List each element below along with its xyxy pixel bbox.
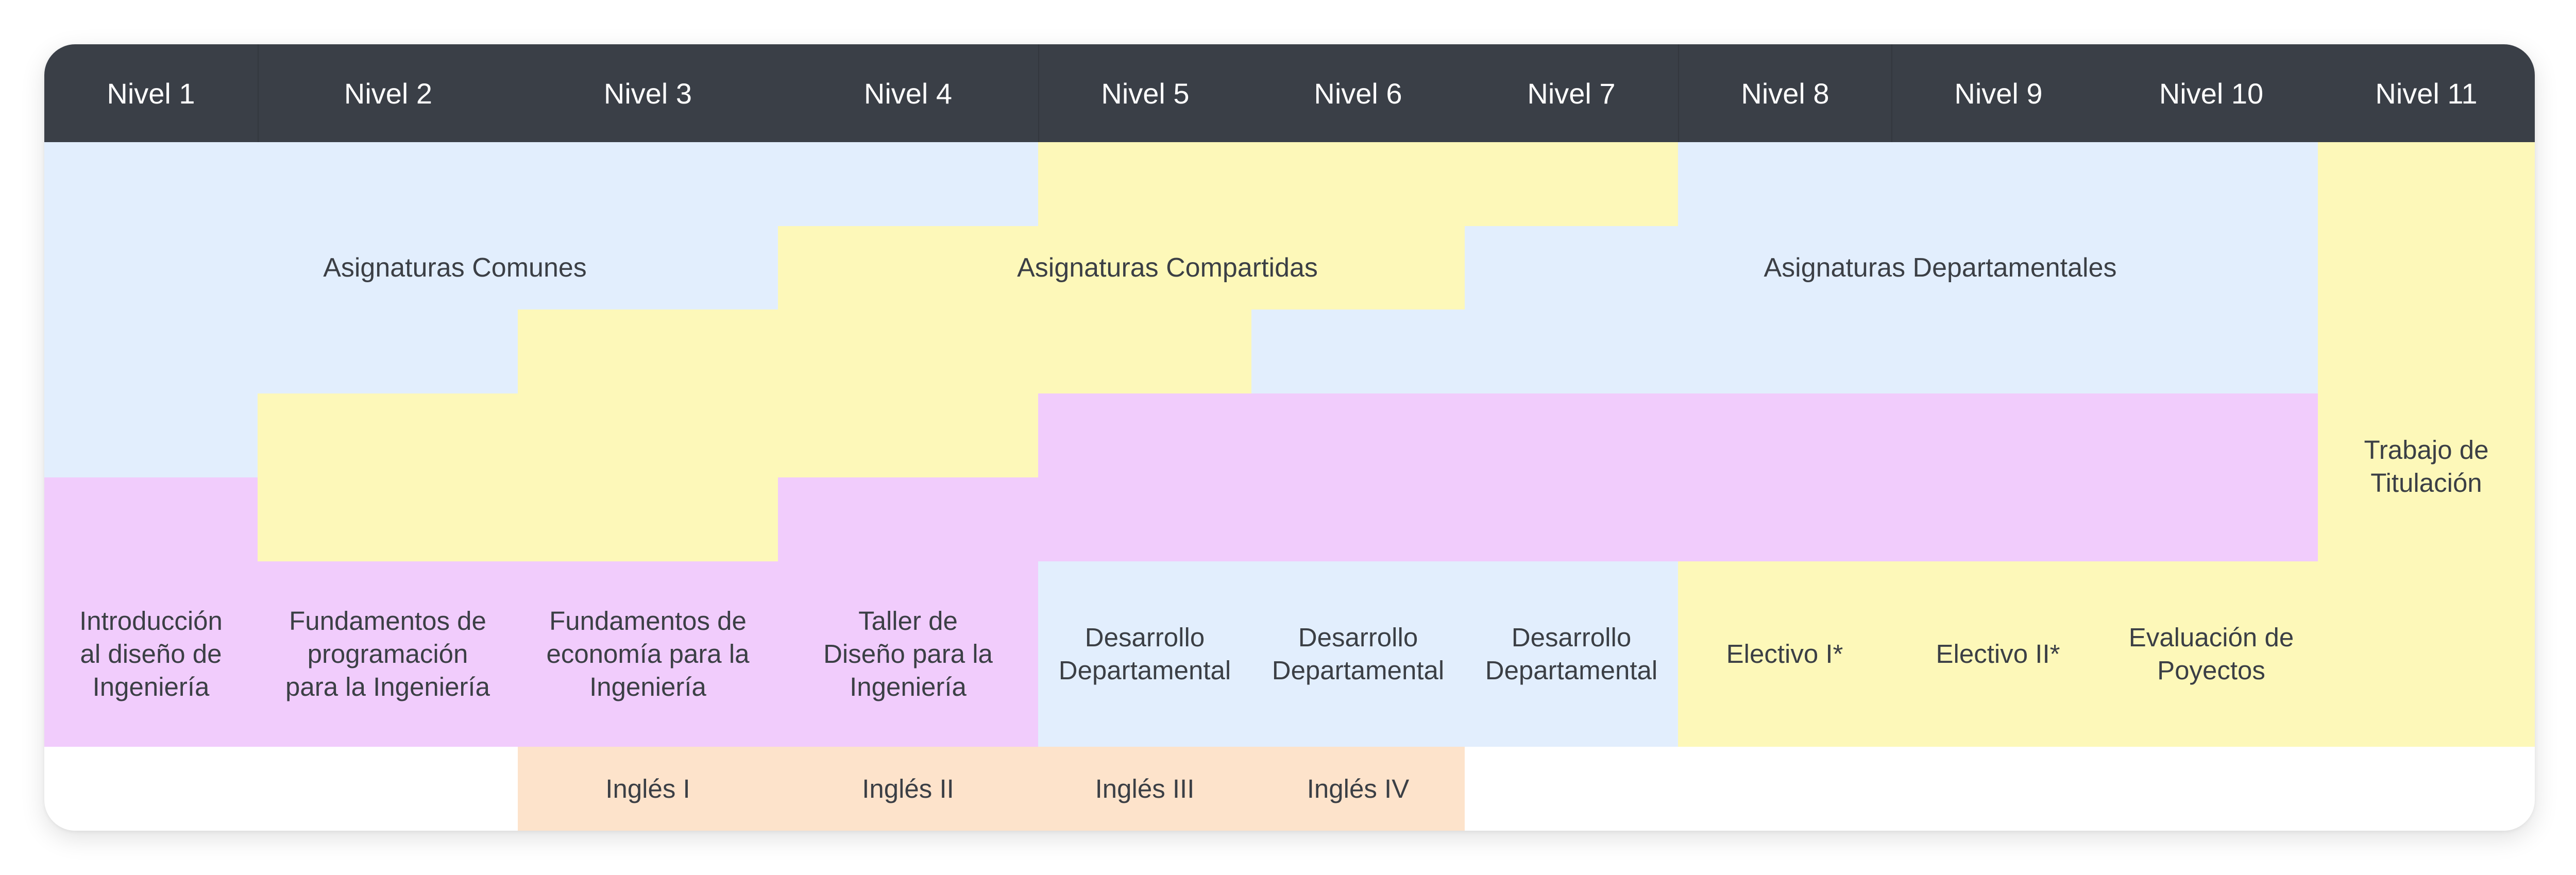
course-cell-4	[778, 561, 1038, 747]
english-row	[518, 747, 1465, 831]
level-header-5: Nivel 5	[1038, 44, 1251, 142]
comunes-region	[44, 142, 778, 226]
capstone-label: Trabajo de Titulación	[2364, 435, 2489, 497]
level-header-9: Nivel 9	[1891, 44, 2105, 142]
level-header-11: Nivel 11	[2375, 77, 2478, 110]
level-header-2: Nivel 2	[258, 44, 518, 142]
course-cell-5	[1038, 561, 1251, 747]
english-label-3: Inglés III	[1095, 774, 1195, 803]
course-label-1: Introducción al diseño de Ingeniería	[79, 606, 223, 701]
course-label-8: Electivo I*	[1726, 639, 1843, 669]
course-label-7: Desarrollo Departamental	[1485, 623, 1658, 685]
pink-band	[1038, 393, 2318, 477]
pink-band	[778, 477, 2318, 561]
course-label-4: Taller de Diseño para la Ingeniería	[823, 606, 993, 701]
course-label-10: Evaluación de Poyectos	[2128, 623, 2294, 685]
level-header-3: Nivel 3	[603, 77, 692, 110]
departamentales-region	[1251, 310, 2318, 393]
course-cell-3	[518, 561, 778, 747]
level-header-10: Nivel 10	[2159, 77, 2264, 110]
compartidas-region	[778, 226, 1465, 310]
english-label-4: Inglés IV	[1307, 774, 1410, 803]
category-label-comunes: Asignaturas Comunes	[323, 252, 587, 283]
level-header-8: Nivel 8	[1678, 44, 1891, 142]
level-header-4: Nivel 4	[863, 77, 953, 110]
course-cell-7	[1465, 561, 1678, 747]
compartidas-region	[258, 477, 778, 561]
course-cell-6	[1251, 561, 1465, 747]
course-label-2: Fundamentos de programación para la Inge…	[285, 606, 490, 701]
english-label-1: Inglés I	[605, 774, 690, 803]
pink-band	[44, 477, 258, 561]
comunes-region	[44, 226, 778, 310]
compartidas-region	[258, 393, 1038, 477]
course-label-5: Desarrollo Departamental	[1058, 623, 1231, 685]
category-label-compartidas: Asignaturas Compartidas	[1017, 252, 1318, 283]
comunes-region	[778, 142, 1038, 226]
compartidas-region	[518, 310, 1251, 393]
level-header-1: Nivel 1	[107, 77, 195, 110]
departamentales-region	[1465, 226, 2318, 310]
levels-header	[44, 44, 2535, 142]
course-label-3: Fundamentos de economía para la Ingenier…	[546, 606, 750, 701]
english-label-2: Inglés II	[862, 774, 954, 803]
departamentales-region	[1678, 142, 2318, 226]
comunes-region	[44, 310, 518, 393]
level-header-7: Nivel 7	[1527, 77, 1616, 110]
course-cell-2	[258, 561, 518, 747]
course-label-6: Desarrollo Departamental	[1272, 623, 1445, 685]
capstone-column	[2318, 142, 2535, 747]
compartidas-region	[1038, 142, 1678, 226]
category-label-departamentales: Asignaturas Departamentales	[1764, 252, 2117, 283]
curriculum-card: Nivel 1 Nivel 2 Nivel 3 Nivel 4 Nivel 5 …	[44, 44, 2535, 831]
course-cell-8	[1678, 561, 1891, 747]
level-header-6: Nivel 6	[1314, 77, 1402, 110]
course-cell-1	[44, 561, 258, 747]
course-label-9: Electivo II*	[1936, 639, 2060, 669]
comunes-region	[44, 393, 258, 477]
course-cell-9	[1891, 561, 2105, 747]
course-cell-10	[2105, 561, 2318, 747]
